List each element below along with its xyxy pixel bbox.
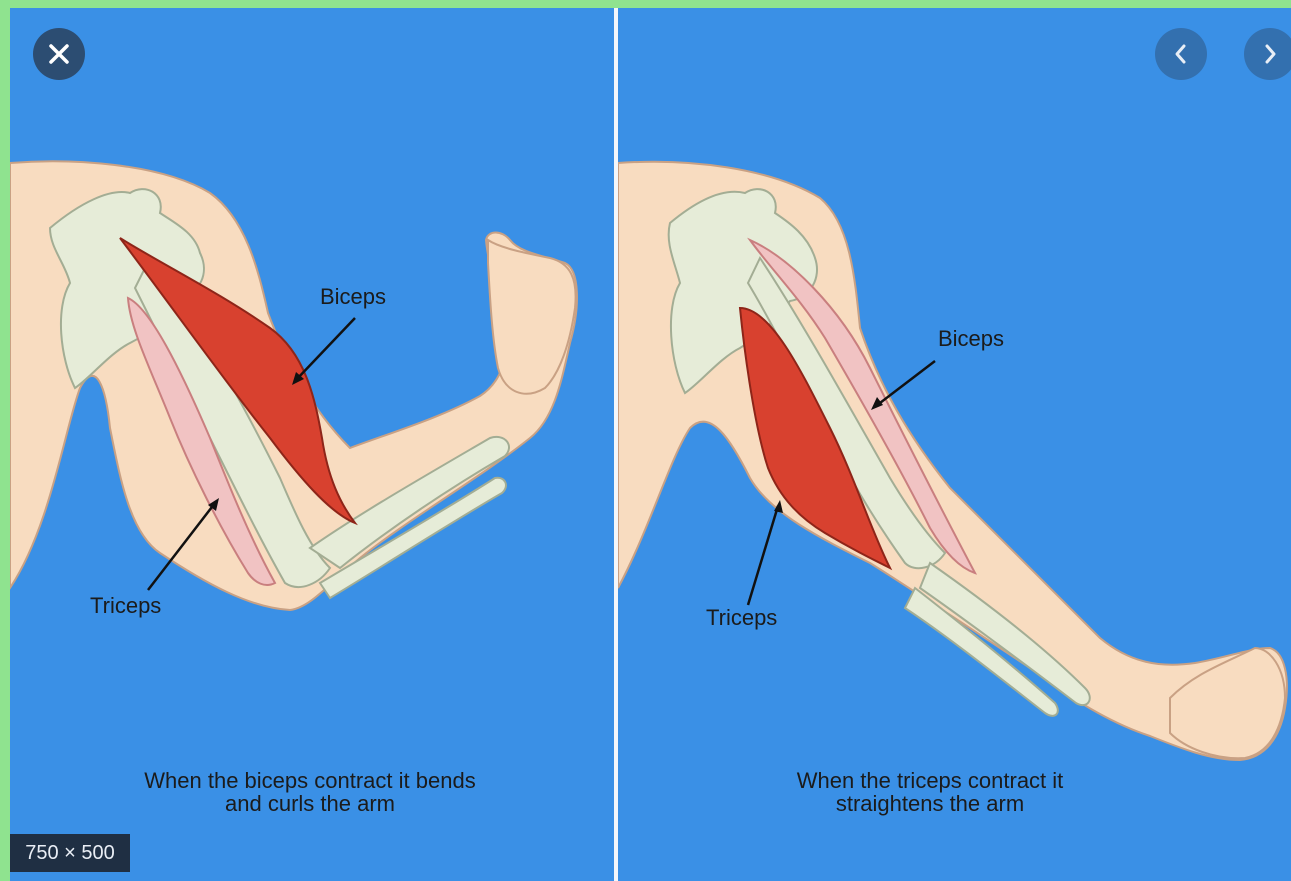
image-viewer: Biceps Triceps Biceps Tric — [10, 8, 1291, 881]
left-arm-illustration: Biceps Triceps — [10, 161, 577, 618]
right-biceps-pointer — [876, 361, 935, 406]
right-triceps-pointer — [748, 506, 778, 605]
right-biceps-label: Biceps — [938, 326, 1004, 351]
next-image-button[interactable] — [1244, 28, 1291, 80]
close-icon — [48, 43, 70, 65]
chevron-left-icon — [1172, 43, 1190, 65]
right-caption-line-2: straightens the arm — [720, 792, 1140, 815]
arm-illustration: Biceps Triceps Biceps Tric — [10, 8, 1291, 881]
left-caption: When the biceps contract it bends and cu… — [100, 769, 520, 815]
right-triceps-label: Triceps — [706, 605, 777, 630]
left-biceps-label: Biceps — [320, 284, 386, 309]
chevron-right-icon — [1261, 43, 1279, 65]
left-triceps-label: Triceps — [90, 593, 161, 618]
left-biceps-pointer — [296, 318, 355, 380]
image-divider — [614, 8, 618, 881]
left-caption-line-2: and curls the arm — [100, 792, 520, 815]
right-caption-line-1: When the triceps contract it — [720, 769, 1140, 792]
previous-image-button[interactable] — [1155, 28, 1207, 80]
right-caption: When the triceps contract it straightens… — [720, 769, 1140, 815]
right-arm-illustration: Biceps Triceps — [618, 162, 1287, 760]
left-caption-line-1: When the biceps contract it bends — [100, 769, 520, 792]
close-button[interactable] — [33, 28, 85, 80]
image-size-badge: 750 × 500 — [10, 834, 130, 872]
